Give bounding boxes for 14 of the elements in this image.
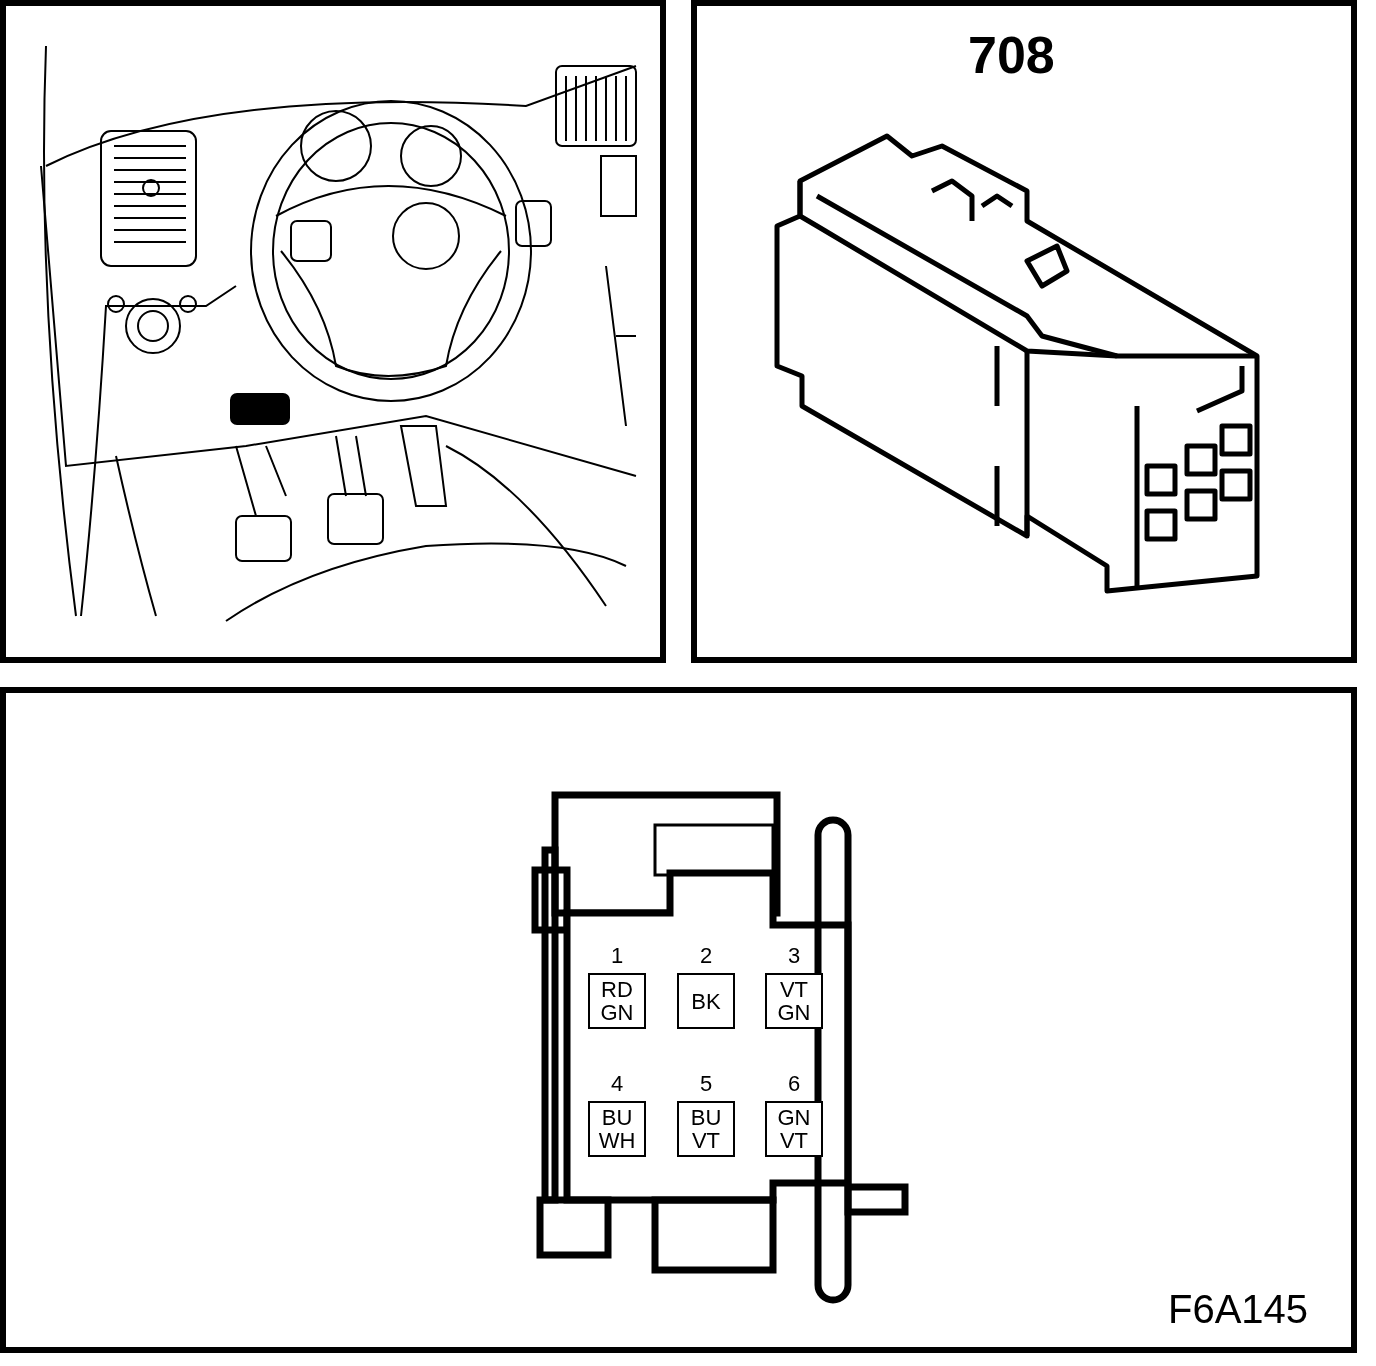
pin-number: 3 — [786, 943, 802, 969]
connector-number: 708 — [968, 25, 1055, 85]
pin-number: 5 — [698, 1071, 714, 1097]
wire-color-code: BU WH — [597, 1106, 637, 1152]
pin-number: 2 — [698, 943, 714, 969]
wire-color-code: BU VT — [689, 1106, 723, 1152]
pin-number: 4 — [609, 1071, 625, 1097]
pin-number: 1 — [609, 943, 625, 969]
wire-color-code: RD GN — [599, 978, 635, 1024]
pin-number: 6 — [786, 1071, 802, 1097]
wire-color-code: GN VT — [776, 1106, 812, 1152]
wire-color-code: BK — [690, 989, 722, 1013]
wire-color-code: VT GN — [776, 978, 812, 1024]
figure-code: F6A145 — [1168, 1287, 1309, 1332]
